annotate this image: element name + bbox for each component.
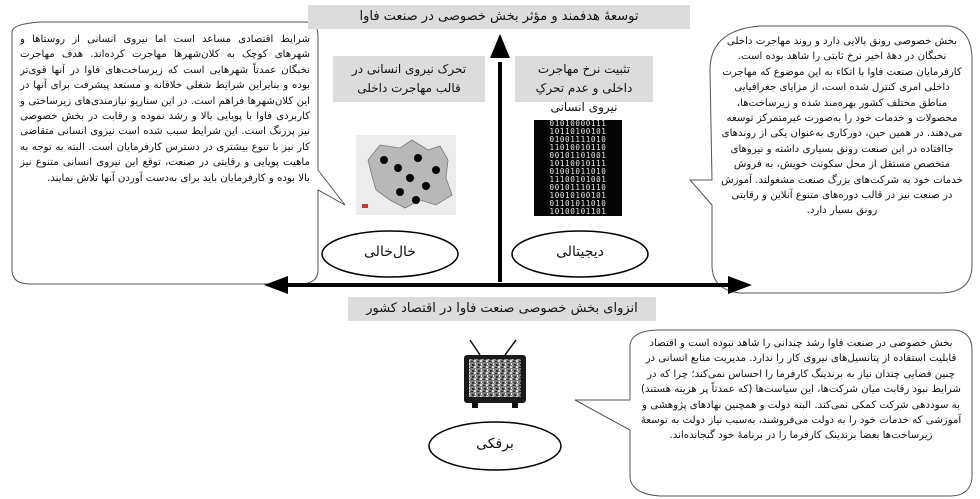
left-speech-bubble	[11, 21, 346, 285]
binary-row: 10110010111	[549, 159, 607, 168]
binary-row: 11100101001	[549, 175, 607, 184]
binary-row: 10010100101	[549, 191, 607, 200]
axis-label-top: توسعهٔ هدفمند و مؤثر بخش خصوصی در صنعت ف…	[308, 5, 690, 29]
scenario-name-barfaki: برفکی	[476, 436, 514, 452]
binary-row: 01010000111	[549, 120, 607, 128]
description-bottom: بخش خصوصی در صنعت فاوا رشد چندانی را شاه…	[640, 338, 962, 442]
axis-label-bottom: انزوای بخش خصوصی صنعت فاوا در اقتصاد کشو…	[348, 297, 656, 321]
quadrant-label-top-left: تحرک نیروی انسانی در قالب مهاجرت داخلی	[333, 56, 485, 102]
quadrant-label-top-right: تثبیت نرخ مهاجرت داخلی و عدم تحرکِ نیروی…	[515, 56, 653, 114]
description-right: بخش خصوصی رونق بالایی دارد و روند مهاجرت…	[721, 36, 963, 217]
binary-row: 00101101001	[549, 151, 607, 160]
binary-row: 01101011010	[549, 199, 607, 208]
description-left: شرایط اقتصادی مساعد است اما نیروی انسانی…	[20, 34, 310, 184]
scenario-name-khal-khali: خال‌خالی	[364, 244, 416, 260]
binary-row: 01001011010	[549, 167, 607, 176]
up-arrow-head	[490, 34, 510, 58]
binary-row: 00101110110	[549, 183, 607, 192]
bottom-speech-bubble	[574, 329, 973, 497]
left-arrow-head	[264, 276, 288, 294]
tv-static-icon	[464, 339, 526, 408]
scenario-oval-left	[321, 230, 459, 278]
right-arrow-head	[728, 276, 752, 294]
scenario-name-digitali: دیجیتالی	[556, 244, 604, 260]
binary-row: 10100101101	[549, 207, 607, 216]
scenario-oval-right	[511, 230, 649, 278]
iran-map-icon	[356, 135, 456, 215]
binary-row: 11010010110	[549, 143, 607, 152]
binary-row: 10110100101	[549, 127, 607, 136]
binary-row: 01001111010	[549, 135, 607, 144]
right-speech-bubble	[688, 25, 973, 294]
scenario-oval-bottom	[428, 421, 562, 471]
